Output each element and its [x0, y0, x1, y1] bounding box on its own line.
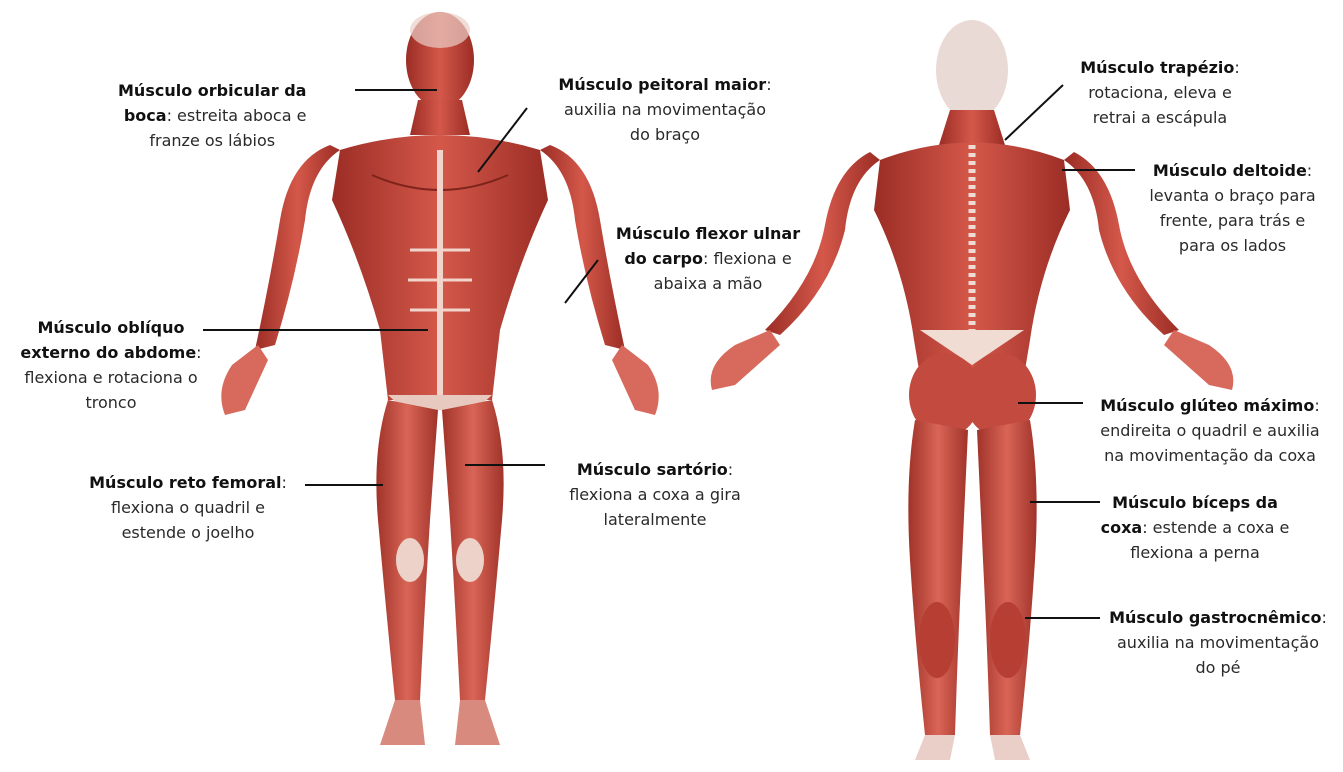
label-sartorio-desc2: lateralmente: [530, 507, 780, 532]
label-deltoide: Músculo deltoide: levanta o braço para f…: [1130, 158, 1335, 258]
label-reto-desc2: estende o joelho: [70, 520, 306, 545]
label-obliquo-name2: externo do abdome: [20, 343, 196, 362]
back-left-leg: [908, 420, 968, 735]
label-orbicular-desc2: franze os lábios: [118, 128, 306, 153]
label-gluteo-name: Músculo glúteo máximo: [1100, 396, 1314, 415]
label-obliquo-desc2: tronco: [0, 390, 222, 415]
label-deltoide-desc3: para os lados: [1130, 233, 1335, 258]
leader-trapezio: [1005, 85, 1063, 140]
label-gluteo-desc2: na movimentação da coxa: [1080, 443, 1340, 468]
label-peitoral-name: Músculo peitoral maior: [558, 75, 766, 94]
label-trapezio-desc2: retrai a escápula: [1060, 105, 1260, 130]
label-gastro-desc2: do pé: [1098, 655, 1338, 680]
label-trapezio-name: Músculo trapézio: [1080, 58, 1234, 77]
label-gluteo: Músculo glúteo máximo: endireita o quadr…: [1080, 393, 1340, 468]
label-gluteo-desc1: endireita o quadril e auxilia: [1080, 418, 1340, 443]
label-sartorio-desc1: flexiona a coxa a gira: [530, 482, 780, 507]
label-flexor-name: Músculo flexor ulnar: [616, 224, 800, 243]
label-biceps-name2: coxa: [1101, 518, 1143, 537]
label-trapezio: Músculo trapézio: rotaciona, eleva e ret…: [1060, 55, 1260, 130]
label-biceps: Músculo bíceps da coxa: estende a coxa e…: [1085, 490, 1305, 565]
label-orbicular-name: Músculo orbicular da: [118, 81, 306, 100]
label-deltoide-name: Músculo deltoide: [1153, 161, 1307, 180]
front-left-arm: [255, 145, 340, 350]
label-obliquo-desc1: flexiona e rotaciona o: [0, 365, 222, 390]
label-peitoral-desc1: auxilia na movimentação: [535, 97, 795, 122]
label-sartorio-name: Músculo sartório: [577, 460, 728, 479]
label-flexor: Músculo flexor ulnar do carpo: flexiona …: [593, 221, 823, 296]
back-right-leg: [977, 420, 1037, 735]
label-obliquo-name: Músculo oblíquo: [37, 318, 184, 337]
label-biceps-desc2: flexiona a perna: [1085, 540, 1305, 565]
label-deltoide-desc1: levanta o braço para: [1130, 183, 1335, 208]
label-trapezio-desc1: rotaciona, eleva e: [1060, 80, 1260, 105]
label-gastro: Músculo gastrocnêmico: auxilia na movime…: [1098, 605, 1338, 680]
label-gastro-name: Músculo gastrocnêmico: [1109, 608, 1321, 627]
label-flexor-name2: do carpo: [624, 249, 703, 268]
label-flexor-desc2: abaixa a mão: [593, 271, 823, 296]
label-reto: Músculo reto femoral: flexiona o quadril…: [70, 470, 306, 545]
label-gastro-desc1: auxilia na movimentação: [1098, 630, 1338, 655]
label-orbicular: Músculo orbicular da boca: estreita aboc…: [118, 78, 306, 153]
label-peitoral: Músculo peitoral maior: auxilia na movim…: [535, 72, 795, 147]
label-reto-desc1: flexiona o quadril e: [70, 495, 306, 520]
label-peitoral-desc2: do braço: [535, 122, 795, 147]
label-orbicular-name2: boca: [124, 106, 167, 125]
label-orbicular-desc1: : estreita aboca e: [167, 106, 307, 125]
label-reto-name: Músculo reto femoral: [89, 473, 281, 492]
label-obliquo: Músculo oblíquo externo do abdome: flexi…: [0, 315, 222, 415]
back-head: [936, 20, 1008, 120]
label-sartorio: Músculo sartório: flexiona a coxa a gira…: [530, 457, 780, 532]
label-deltoide-desc2: frente, para trás e: [1130, 208, 1335, 233]
label-biceps-name: Músculo bíceps da: [1112, 493, 1278, 512]
